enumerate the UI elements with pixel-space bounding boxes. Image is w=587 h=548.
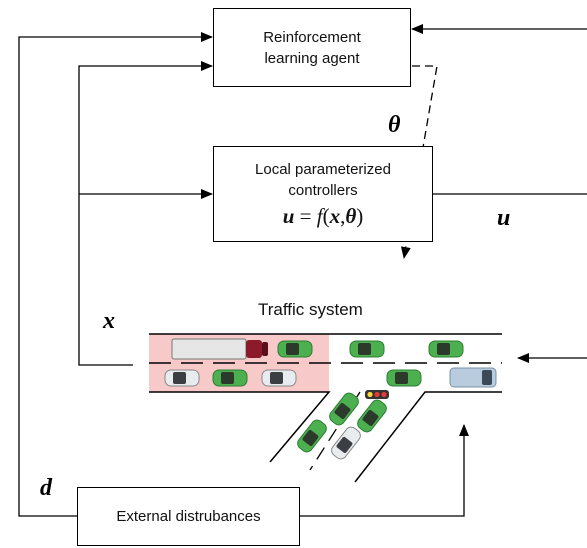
agent-label-line2: learning agent [264, 49, 360, 67]
road-bottom-edge-right [354, 391, 502, 483]
traffic-system-title: Traffic system [258, 300, 363, 319]
control-law-formula: u = f(x,θ) [282, 204, 364, 228]
d-feedback-line [18, 32, 213, 517]
truck [171, 338, 268, 360]
car-green-4 [212, 369, 248, 387]
disturbance-to-traffic-line [300, 424, 469, 517]
rl-agent-box: Reinforcement learning agent [213, 8, 411, 87]
road-bottom-edge-left [149, 391, 331, 463]
ramp-car-3 [297, 419, 327, 453]
controller-label-line2: controllers [288, 182, 358, 199]
car-green-2 [349, 340, 385, 358]
ramp-car-1 [329, 392, 359, 426]
car-green-3 [428, 340, 464, 358]
x-label: x [103, 308, 115, 334]
traffic-scene [149, 333, 502, 483]
agent-label-line1: Reinforcement [263, 28, 361, 46]
x-feedback-line [78, 61, 213, 366]
car-white-2 [261, 369, 297, 387]
theta-label: θ [388, 112, 401, 138]
controller-label-line1: Local parameterized [255, 161, 391, 178]
ramp-car-4 [331, 426, 361, 460]
car-green-1 [277, 340, 313, 358]
d-label: d [40, 475, 52, 501]
disturbance-box: External distrubances [77, 487, 300, 546]
traffic-light [365, 390, 389, 399]
controller-box: Local parameterized controllers u = f(x,… [213, 146, 433, 242]
car-white-1 [164, 369, 200, 387]
car-green-5 [386, 369, 422, 387]
ramp-car-2 [357, 399, 387, 433]
ramp-divider [309, 391, 361, 471]
van-blue [449, 367, 497, 388]
u-label: u [497, 205, 511, 231]
disturbance-label: External distrubances [116, 508, 261, 525]
